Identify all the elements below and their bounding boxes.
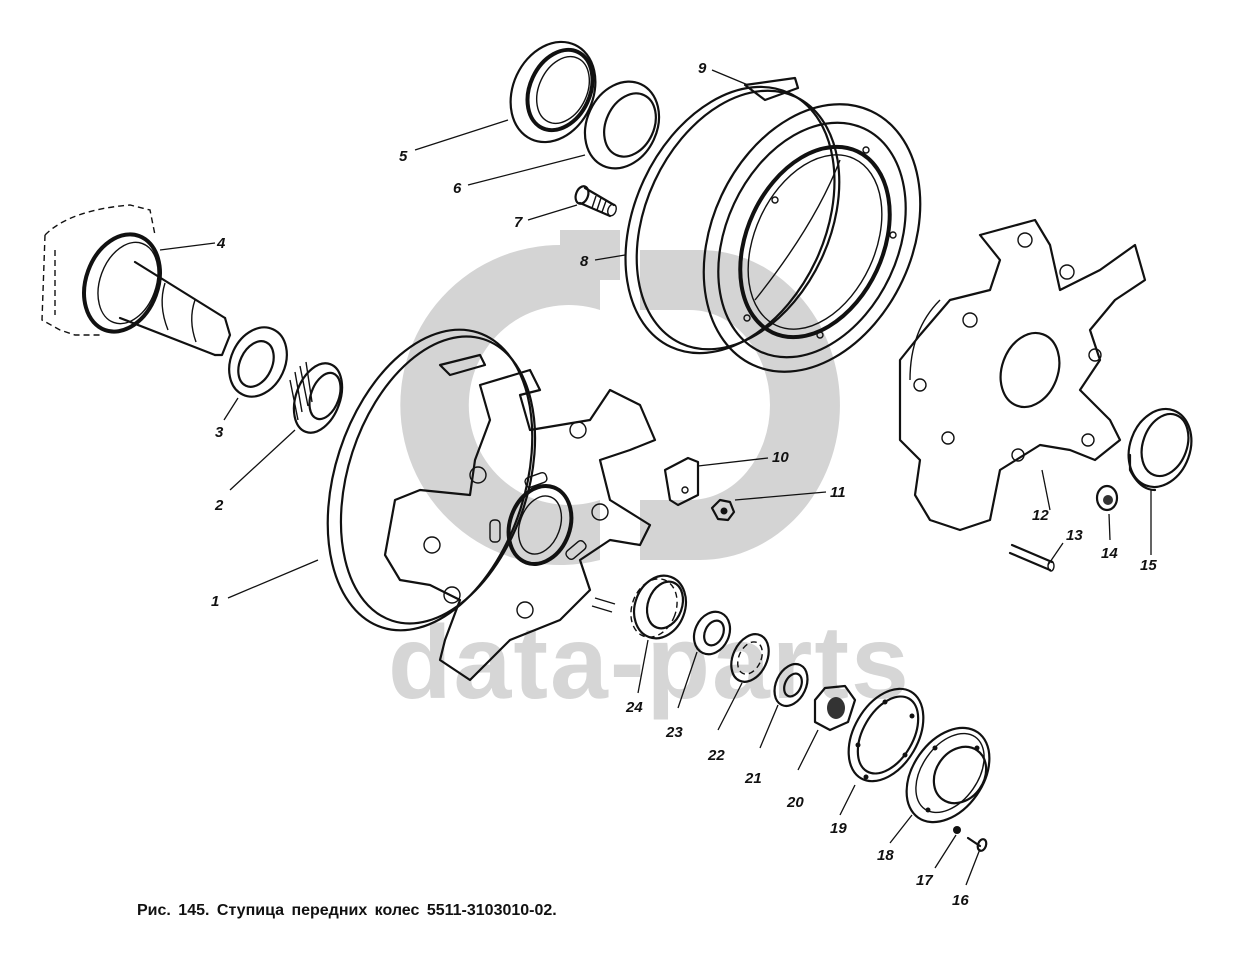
callout-18: 18 [877,847,894,864]
figure-caption: Рис. 145. Ступица передних колес 5511-31… [137,902,557,919]
part-lock-washer [730,633,770,683]
callout-7: 7 [514,214,523,231]
part-spring-washer [953,826,961,834]
callout-23: 23 [665,724,683,741]
callout-17: 17 [916,872,933,889]
part-washer [228,326,288,398]
leader-lines [159,69,1152,886]
callout-10: 10 [772,449,789,466]
part-spindle [41,204,232,357]
callout-11: 11 [830,484,846,501]
callout-2: 2 [214,497,224,514]
part-lock-ring [692,610,732,656]
callout-19: 19 [830,820,847,837]
callout-21: 21 [744,770,762,787]
callout-22: 22 [707,747,725,764]
part-wheel-nut [1095,484,1119,512]
part-adjusting-nut [630,574,688,640]
part-bearing-race [583,80,661,170]
part-screw [966,836,988,852]
part-gasket [847,687,925,783]
callout-1: 1 [211,593,219,610]
part-ring [1127,407,1193,492]
callout-14: 14 [1101,545,1118,562]
callout-6: 6 [453,180,462,197]
part-bolt [574,185,617,218]
callout-12: 12 [1032,507,1049,524]
part-hex-nut [813,684,857,732]
callout-20: 20 [786,794,804,811]
part-stud [1008,543,1055,572]
part-nut-small [710,498,736,522]
callout-5: 5 [399,148,408,165]
callout-9: 9 [698,60,707,77]
part-hub-cap [905,726,991,824]
callout-15: 15 [1140,557,1157,574]
callout-16: 16 [952,892,969,909]
part-hub-assembly [326,328,657,682]
callout-24: 24 [625,699,643,716]
part-hub-rear [898,218,1147,532]
callout-labels: 1 2 3 4 5 6 7 8 9 10 11 12 13 14 15 16 1… [211,60,1157,909]
callout-4: 4 [216,235,226,252]
callout-13: 13 [1066,527,1083,544]
callout-8: 8 [580,253,589,270]
watermark-text: data-parts [388,605,911,721]
part-lock-plate [663,456,700,507]
callout-3: 3 [215,424,224,441]
part-brake-drum [624,76,922,373]
part-tapered-bearing [289,361,344,434]
part-flat-washer [773,662,809,708]
part-seal [509,40,597,144]
watermark-logo [400,230,840,566]
